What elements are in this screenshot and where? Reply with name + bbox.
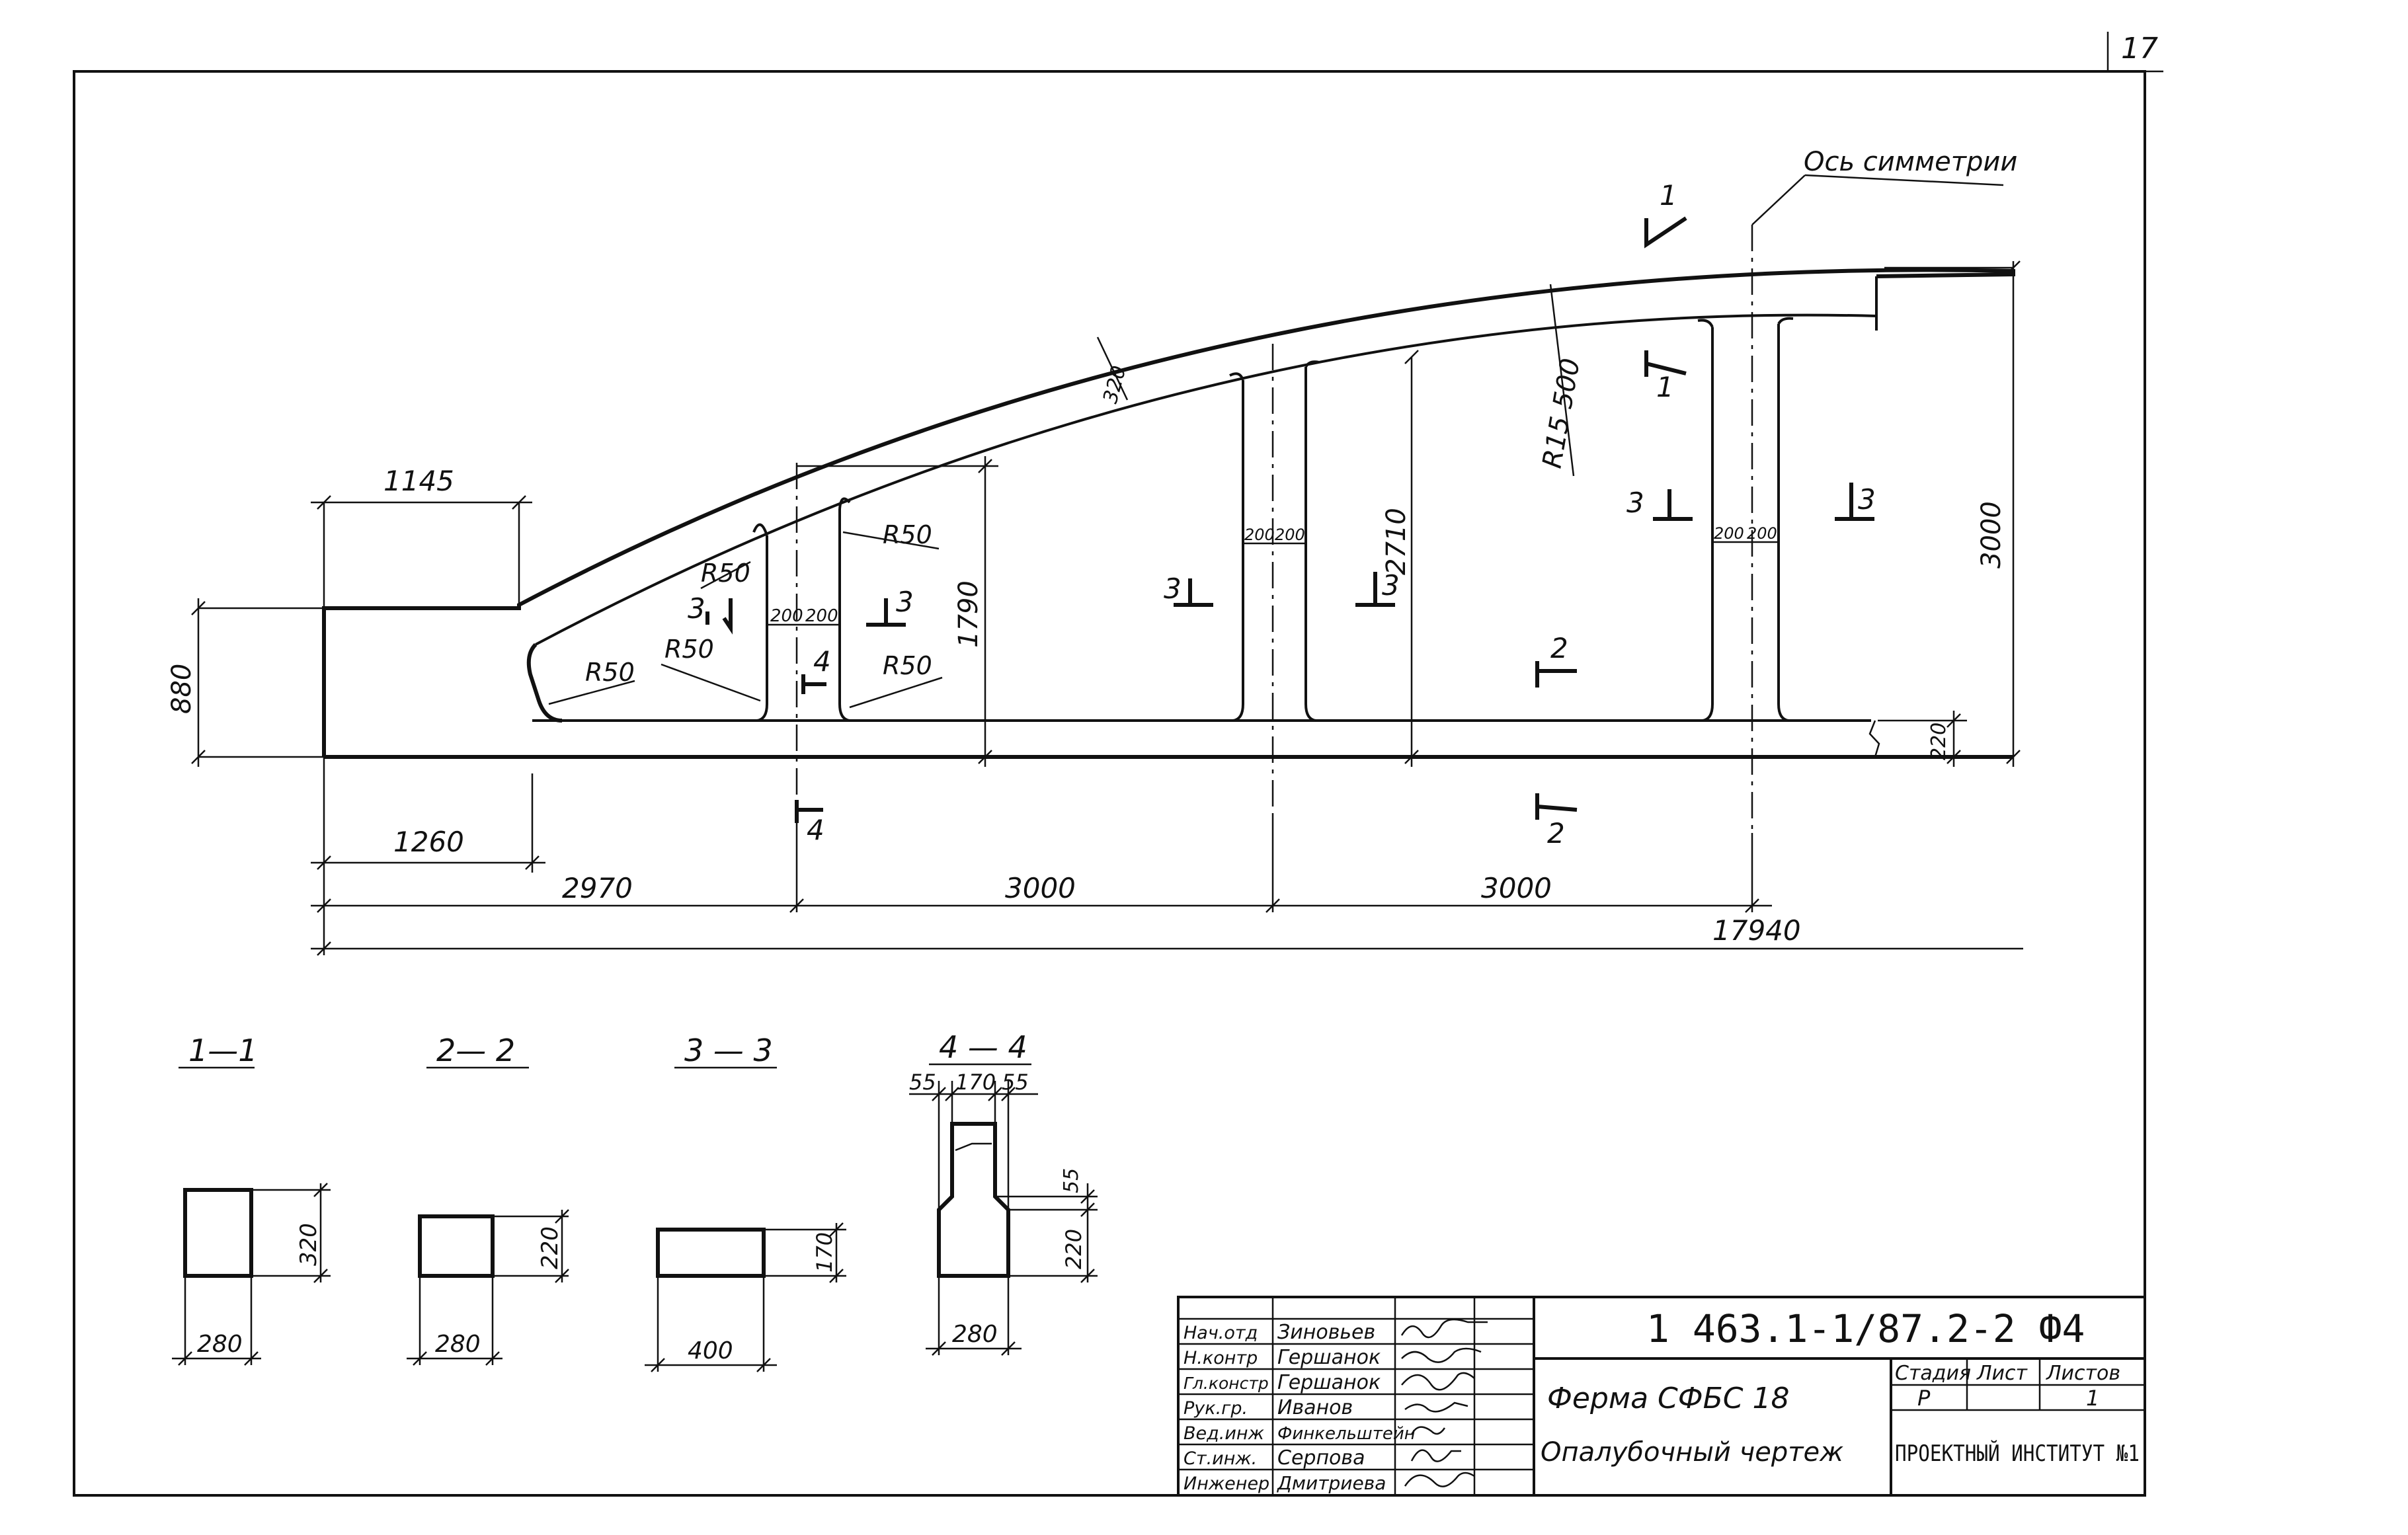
section-2-2: 2— 2 220 280 <box>407 1033 569 1366</box>
svg-text:220: 220 <box>1061 1229 1086 1269</box>
svg-text:Инженер: Инженер <box>1184 1474 1269 1494</box>
svg-text:1: 1 <box>1656 371 1674 403</box>
dim-1145: 1145 <box>383 465 454 497</box>
svg-text:200: 200 <box>770 606 803 626</box>
dim-2710: 2710 <box>1381 508 1412 575</box>
svg-text:R50: R50 <box>664 635 714 664</box>
dim-3000-b: 3000 <box>1481 872 1552 904</box>
svg-text:Серпова: Серпова <box>1277 1446 1365 1470</box>
section-marks: 1 1 2 2 3 3 3 3 3 3 4 4 <box>688 179 1876 849</box>
svg-text:R50: R50 <box>883 520 932 549</box>
svg-text:200: 200 <box>1275 526 1305 544</box>
document-code: 1 463.1-1/87.2-2 Ф4 <box>1646 1306 2085 1351</box>
dim-1790: 1790 <box>953 580 984 648</box>
svg-text:2: 2 <box>1550 632 1568 664</box>
svg-text:200: 200 <box>1747 524 1777 543</box>
svg-text:Гл.констр: Гл.констр <box>1184 1374 1269 1393</box>
svg-text:Ст.инж.: Ст.инж. <box>1184 1448 1257 1469</box>
svg-text:R50: R50 <box>701 559 750 588</box>
sheets-value: 1 <box>2086 1386 2099 1411</box>
sheet-number: 17 <box>2121 32 2158 65</box>
svg-text:55: 55 <box>1002 1070 1029 1095</box>
svg-text:2: 2 <box>1547 817 1565 849</box>
svg-text:220: 220 <box>537 1226 563 1269</box>
section-3-3: 3 — 3 170 400 <box>645 1033 846 1372</box>
svg-text:3: 3 <box>1626 487 1644 519</box>
sheet-header: Лист <box>1976 1362 2028 1385</box>
dim-r15500: R15 500 <box>1537 356 1586 471</box>
svg-text:R50: R50 <box>585 658 635 687</box>
svg-text:3: 3 <box>1382 569 1400 602</box>
staff-rows: Нач.отд Зиновьев Н.контр Гершанок Гл.кон… <box>1184 1321 1416 1494</box>
dim-2970: 2970 <box>562 872 633 904</box>
svg-text:200: 200 <box>1244 526 1275 544</box>
svg-text:3: 3 <box>1858 483 1876 516</box>
svg-text:3: 3 <box>688 592 705 625</box>
organization: ПРОЕКТНЫЙ ИНСТИТУТ №1 <box>1895 1440 2140 1467</box>
drawing-frame <box>73 70 2146 1497</box>
svg-text:Гершанок: Гершанок <box>1277 1346 1381 1369</box>
top-chord-inner <box>535 313 1877 646</box>
truss-elevation: Ось симметрии <box>322 147 2017 833</box>
svg-text:280: 280 <box>197 1331 243 1358</box>
truss-post-3 <box>1697 317 1794 722</box>
svg-text:3: 3 <box>896 586 914 618</box>
svg-text:200: 200 <box>805 606 838 626</box>
dim-17940: 17940 <box>1712 914 1801 947</box>
title-block: Нач.отд Зиновьев Н.контр Гершанок Гл.кон… <box>1177 1296 2146 1497</box>
overall-dimensions: 1145 880 1260 2970 3000 3000 17940 1790 <box>167 260 2023 956</box>
svg-text:4: 4 <box>813 645 831 678</box>
section-1-1: 1—1 320 280 <box>172 1033 331 1366</box>
svg-text:170: 170 <box>812 1232 837 1273</box>
stage-header: Стадия <box>1895 1362 1971 1385</box>
svg-text:3: 3 <box>1164 572 1182 605</box>
dim-220-chord: 220 <box>1927 723 1950 760</box>
symmetry-axis-label: Ось симметрии <box>1804 147 2017 177</box>
svg-text:R50: R50 <box>883 651 932 680</box>
svg-text:280: 280 <box>952 1321 998 1348</box>
post-widths: 200 200 200 200 200 200 <box>767 524 1779 626</box>
section-4-4: 4 — 4 55 170 55 55 220 280 <box>909 1029 1098 1356</box>
svg-text:320: 320 <box>296 1223 322 1266</box>
svg-text:55: 55 <box>1060 1168 1083 1193</box>
drawing-name-1: Ферма СФБС 18 <box>1547 1382 1790 1415</box>
end-node <box>526 643 563 723</box>
stage-value: Р <box>1917 1386 1931 1411</box>
svg-text:Дмитриева: Дмитриева <box>1276 1472 1386 1494</box>
truss-post-1 <box>752 497 851 722</box>
section-1-1-title: 1—1 <box>188 1033 258 1068</box>
section-2-2-title: 2— 2 <box>436 1033 515 1068</box>
svg-text:Зиновьев: Зиновьев <box>1277 1321 1375 1344</box>
section-3-3-title: 3 — 3 <box>684 1033 773 1068</box>
dim-3000-a: 3000 <box>1005 872 1076 904</box>
svg-text:280: 280 <box>435 1331 481 1358</box>
sheets-header: Листов <box>2046 1362 2120 1385</box>
svg-text:200: 200 <box>1714 524 1744 543</box>
svg-text:Иванов: Иванов <box>1277 1396 1353 1419</box>
svg-text:1: 1 <box>1660 179 1677 212</box>
dim-3000-height: 3000 <box>1976 501 2007 569</box>
truss-outline <box>322 268 2015 757</box>
svg-text:Н.контр: Н.контр <box>1184 1348 1258 1368</box>
sheet-number-box: 17 <box>2107 32 2163 73</box>
drawing-name-2: Опалубочный чертеж <box>1541 1437 1843 1468</box>
signatures <box>1400 1318 1488 1487</box>
svg-text:4: 4 <box>807 814 824 846</box>
section-4-4-title: 4 — 4 <box>939 1029 1027 1065</box>
svg-text:Гершанок: Гершанок <box>1277 1371 1381 1394</box>
dim-880: 880 <box>167 664 197 714</box>
svg-text:Финкельштейн: Финкельштейн <box>1277 1424 1416 1444</box>
dim-320-chord: 320 <box>1099 364 1131 406</box>
svg-text:400: 400 <box>688 1337 733 1364</box>
svg-text:55: 55 <box>909 1070 936 1095</box>
dim-1260: 1260 <box>393 826 464 858</box>
svg-text:Вед.инж: Вед.инж <box>1184 1423 1265 1444</box>
truss-post-2 <box>1229 360 1320 722</box>
svg-text:170: 170 <box>955 1070 996 1095</box>
fillet-radii: R50 R50 R50 R50 R50 <box>548 520 943 709</box>
svg-text:Нач.отд: Нач.отд <box>1184 1323 1258 1343</box>
svg-text:Рук.гр.: Рук.гр. <box>1184 1398 1248 1419</box>
